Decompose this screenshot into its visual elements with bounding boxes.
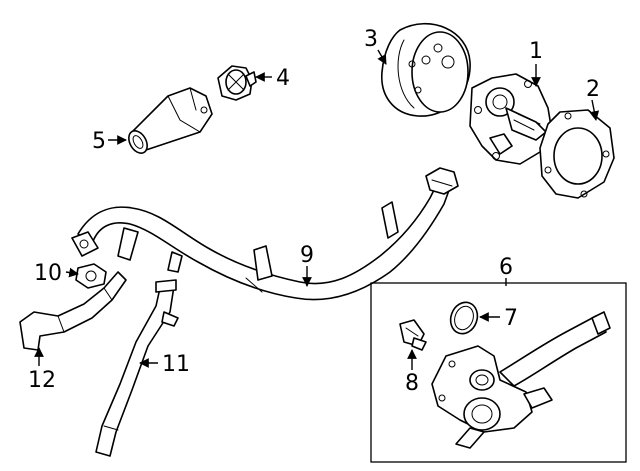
temperature-sensor-part[interactable] — [399, 319, 427, 351]
callout-11: 11 — [162, 352, 190, 377]
leader-2 — [589, 99, 600, 121]
inset-frame — [370, 282, 627, 463]
leader-3 — [377, 49, 387, 65]
callout-6: 6 — [499, 255, 513, 280]
o-ring-part[interactable] — [446, 299, 481, 338]
callout-3: 3 — [364, 27, 378, 52]
callout-7: 7 — [504, 306, 518, 331]
coolant-pipe-part[interactable] — [71, 167, 459, 301]
pulley-part[interactable] — [381, 22, 471, 117]
leader-10 — [65, 267, 79, 278]
gasket-part[interactable] — [539, 109, 615, 199]
callout-4: 4 — [276, 66, 290, 91]
thermostat-part[interactable] — [217, 65, 257, 101]
callout-5: 5 — [92, 129, 106, 154]
small-gasket-part[interactable] — [75, 263, 107, 289]
callout-1: 1 — [529, 39, 543, 64]
callout-12: 12 — [28, 368, 56, 393]
thermostat-housing-part[interactable] — [125, 87, 213, 156]
callout-2: 2 — [586, 77, 600, 102]
bypass-hose-part[interactable] — [95, 279, 179, 457]
callout-9: 9 — [300, 243, 314, 268]
callout-10: 10 — [34, 261, 62, 286]
callout-8: 8 — [405, 371, 419, 396]
water-outlet-assembly-part[interactable] — [431, 311, 611, 449]
